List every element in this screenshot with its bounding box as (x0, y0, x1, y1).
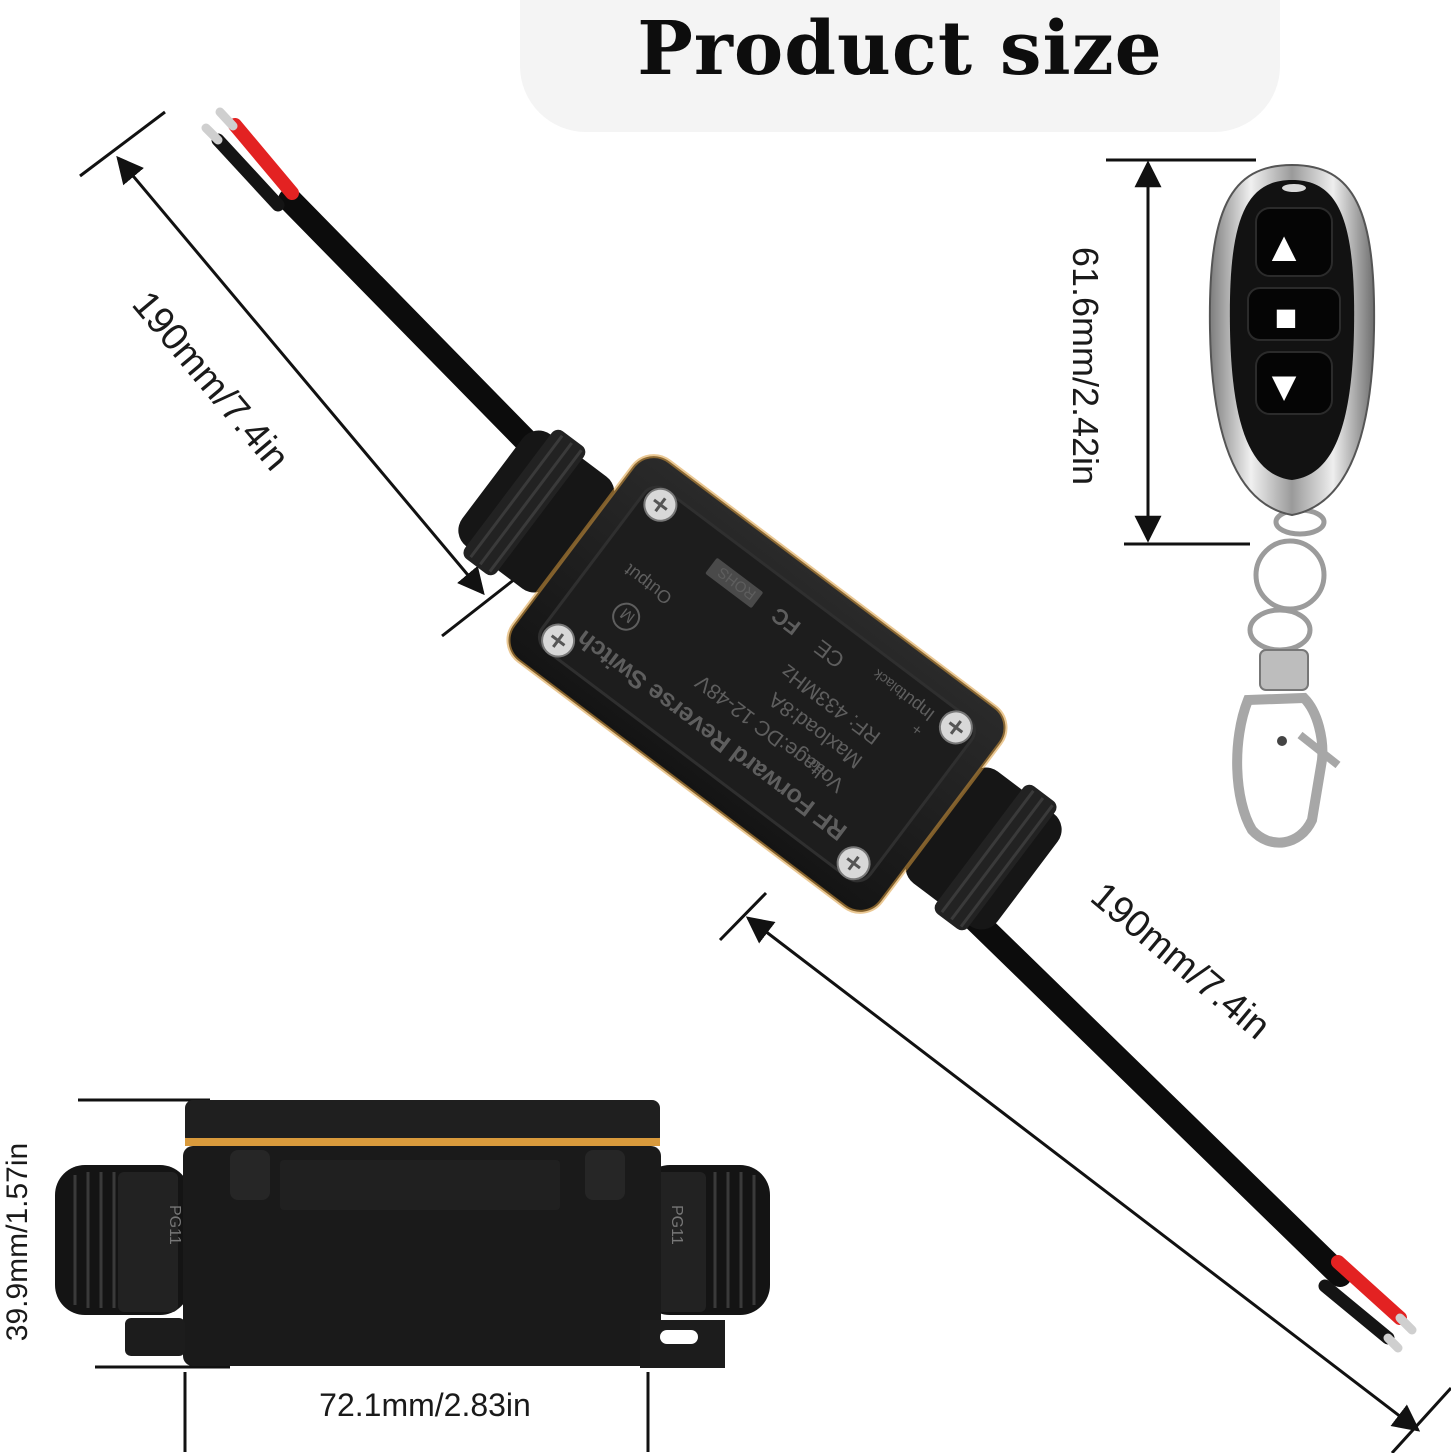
cable-bottom (948, 893, 1417, 1353)
switch-box: RF Forward Reverse Switch Voltage:DC 12-… (458, 429, 1062, 931)
cable-top (201, 107, 552, 467)
remote-up-button-icon: ▲ (1272, 227, 1297, 265)
dimension-label-box-height: 39.9mm/1.57in (1, 1142, 34, 1342)
dimension-cable-bottom (718, 891, 1451, 1453)
page-title: Product size (637, 6, 1163, 92)
remote-down-button-icon: ▼ (1272, 367, 1297, 405)
gland-label-left: PG11 (166, 1205, 183, 1245)
title-background (520, 0, 1280, 132)
gland-label-right: PG11 (668, 1205, 685, 1245)
remote-control: ▲ ■ ▼ (1208, 163, 1376, 848)
dimension-box (78, 1098, 650, 1452)
dimension-label-remote: 61.6mm/2.42in (1065, 246, 1106, 486)
remote-stop-button-icon: ■ (1275, 303, 1298, 331)
dimension-label-box-width: 72.1mm/2.83in (319, 1387, 531, 1423)
box-side-view: PG11 PG11 (55, 1100, 770, 1368)
dimension-cable-top (79, 110, 521, 638)
dimension-remote (1106, 158, 1256, 546)
